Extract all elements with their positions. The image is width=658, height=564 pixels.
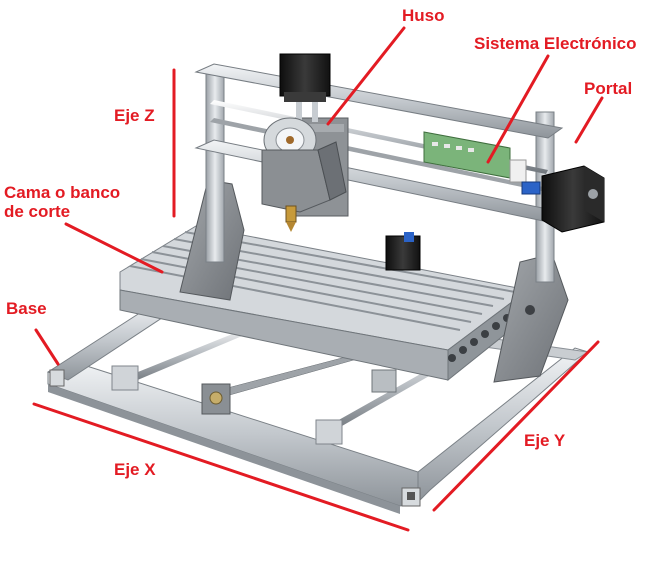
label-eje-y: Eje Y	[524, 431, 566, 450]
rod-support	[111, 365, 139, 391]
gantry	[194, 63, 564, 223]
y-stepper-motor	[385, 232, 421, 271]
gantry-leg-right	[493, 253, 569, 383]
y-rod-left	[122, 322, 266, 384]
base-leader	[34, 328, 60, 366]
label-base: Base	[6, 299, 47, 318]
blue-coupler	[521, 181, 541, 195]
eje-y-bar	[432, 340, 600, 512]
spindle-motor-icon	[261, 117, 347, 232]
annotation-lines	[32, 26, 604, 532]
label-cama-line2: de corte	[4, 202, 71, 221]
base-frame	[46, 293, 590, 514]
portal-leader	[574, 96, 604, 144]
cama-leader	[64, 222, 164, 274]
huso-leader	[326, 26, 406, 126]
stepper-motor-icon	[541, 165, 605, 233]
label-cama: Cama o banco de corte	[4, 183, 120, 221]
nut-block	[371, 369, 397, 393]
corner-cap	[49, 369, 65, 387]
z-stepper-motor	[279, 53, 331, 97]
label-sistema-electronico: Sistema Electrónico	[474, 34, 637, 53]
label-cama-line1: Cama o banco	[4, 183, 121, 202]
label-portal: Portal	[584, 79, 633, 98]
label-eje-z: Eje Z	[114, 106, 155, 125]
rod-support	[315, 419, 343, 445]
base-front-rail	[47, 359, 419, 507]
label-eje-x: Eje X	[114, 460, 156, 479]
label-huso: Huso	[402, 6, 445, 25]
eje-x-bar	[32, 402, 410, 532]
sistema-leader	[486, 54, 550, 164]
